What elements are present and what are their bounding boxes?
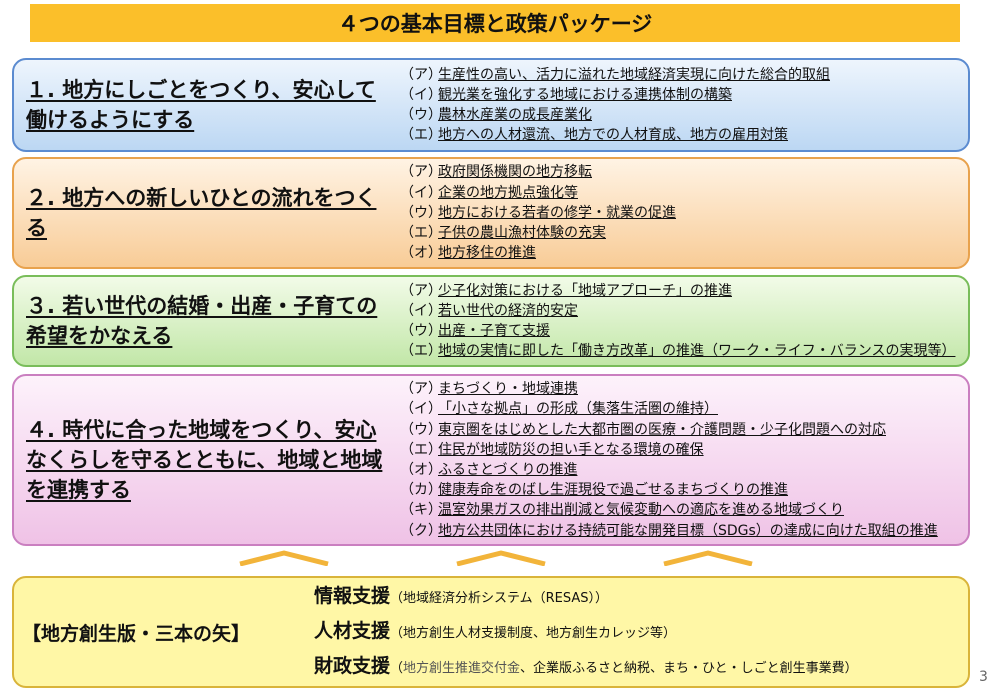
policy-item: （エ）子供の農山漁村体験の充実 [400, 225, 606, 242]
policy-item: （ア）政府関係機関の地方移転 [400, 164, 592, 181]
three-arrows-label: 【地方創生版・三本の矢】 [22, 622, 251, 645]
policy-item: （キ）温室効果ガスの排出削減と気候変動への適応を進める地域づくり [400, 502, 844, 519]
goal-3-items: （ア）少子化対策における「地域アプローチ」の推進 （イ）若い世代の経済的安定 （… [394, 281, 968, 362]
three-arrows-box: 【地方創生版・三本の矢】 情報支援（地域経済分析システム（RESAS）） 人材支… [12, 576, 970, 688]
goal-1-title: １. 地方にしごとをつくり、安心して働けるようにする [26, 78, 376, 132]
goal-2-title: ２. 地方への新しいひとの流れをつくる [26, 186, 377, 240]
policy-item: （エ）地方への人材還流、地方での人材育成、地方の雇用対策 [400, 127, 788, 144]
policy-item: （ア）少子化対策における「地域アプローチ」の推進 [400, 282, 732, 299]
goal-2-box: ２. 地方への新しいひとの流れをつくる （ア）政府関係機関の地方移転 （イ）企業… [12, 157, 970, 269]
policy-item: （ウ）地方における若者の修学・就業の促進 [400, 204, 676, 221]
goal-3-box: ３. 若い世代の結婚・出産・子育ての希望をかなえる （ア）少子化対策における「地… [12, 275, 970, 367]
policy-item: （オ）地方移住の推進 [400, 245, 536, 262]
page-title: ４つの基本目標と政策パッケージ [30, 4, 960, 42]
page-number: 3 [979, 669, 988, 685]
policy-item: （イ）若い世代の経済的安定 [400, 302, 578, 319]
policy-item: （エ）地域の実情に即した「働き方改革」の推進（ワーク・ライフ・バランスの実現等） [400, 343, 956, 360]
goal-4-items: （ア）まちづくり・地域連携 （イ）「小さな拠点」の形成（集落生活圏の維持） （ウ… [394, 379, 968, 541]
goal-3-title: ３. 若い世代の結婚・出産・子育ての希望をかなえる [26, 294, 378, 348]
policy-item: （ア）生産性の高い、活力に溢れた地域経済実現に向けた総合的取組 [400, 66, 830, 83]
goal-4-title: ４. 時代に合った地域をつくり、安心なくらしを守るとともに、地域と地域を連携する [26, 418, 383, 502]
policy-item: （ア）まちづくり・地域連携 [400, 381, 578, 398]
policy-item: （カ）健康寿命をのばし生涯現役で過ごせるまちづくりの推進 [400, 482, 788, 499]
goal-4-box: ４. 時代に合った地域をつくり、安心なくらしを守るとともに、地域と地域を連携する… [12, 374, 970, 546]
support-human: 人材支援（地方創生人材支援制度、地方創生カレッジ等） [314, 619, 677, 642]
policy-item: （イ）企業の地方拠点強化等 [400, 184, 578, 201]
policy-item: （イ）観光業を強化する地域における連携体制の構築 [400, 86, 732, 103]
goal-1-items: （ア）生産性の高い、活力に溢れた地域経済実現に向けた総合的取組 （イ）観光業を強… [394, 65, 968, 146]
policy-item: （ウ）東京圏をはじめとした大都市圏の医療・介護問題・少子化問題への対応 [400, 421, 886, 438]
policy-item: （ク）地方公共団体における持続可能な開発目標（SDGs）の達成に向けた取組の推進 [400, 522, 938, 539]
up-arrow-icon [456, 550, 546, 566]
policy-item: （エ）住民が地域防災の担い手となる環境の確保 [400, 441, 704, 458]
policy-item: （ウ）農林水産業の成長産業化 [400, 107, 592, 123]
support-finance: 財政支援（地方創生推進交付金、企業版ふるさと納税、まち・ひと・しごと創生事業費） [314, 654, 858, 677]
up-arrow-icon [663, 550, 753, 566]
goal-2-items: （ア）政府関係機関の地方移転 （イ）企業の地方拠点強化等 （ウ）地方における若者… [394, 162, 968, 263]
policy-item: （イ）「小さな拠点」の形成（集落生活圏の維持） [400, 401, 718, 418]
policy-item: （オ）ふるさとづくりの推進 [400, 462, 578, 478]
goal-1-box: １. 地方にしごとをつくり、安心して働けるようにする （ア）生産性の高い、活力に… [12, 58, 970, 152]
up-arrow-icon [239, 550, 329, 566]
policy-item: （ウ）出産・子育て支援 [400, 323, 550, 339]
support-list: 情報支援（地域経済分析システム（RESAS）） 人材支援（地方創生人材支援制度、… [314, 580, 968, 685]
support-info: 情報支援（地域経済分析システム（RESAS）） [314, 584, 609, 607]
